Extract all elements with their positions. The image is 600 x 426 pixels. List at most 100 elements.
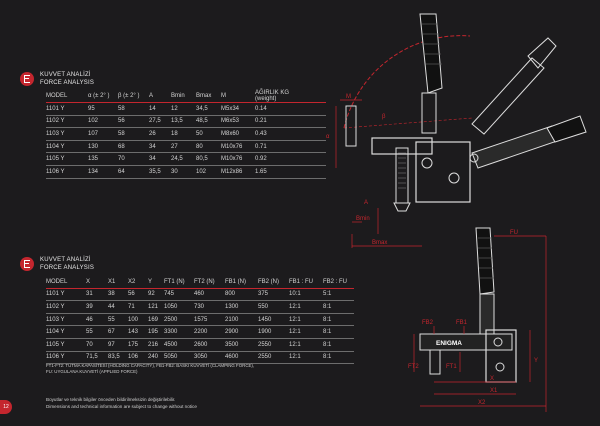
table-cell: 135	[88, 152, 118, 166]
table-cell: 27	[171, 140, 196, 154]
label-alpha: α	[326, 134, 330, 140]
table-cell: 30	[171, 165, 196, 179]
table-cell: 107	[88, 127, 118, 141]
brand-label: ENIGMA	[436, 340, 462, 347]
spindle-open	[345, 105, 357, 147]
table-cell: 3500	[225, 338, 258, 352]
note-line: FT1-FT2: TUTMA KAPASİTESİ (HOLDING CAPAC…	[46, 363, 255, 368]
label-x1: X1	[490, 388, 498, 394]
table-cell: 24,5	[171, 152, 196, 166]
table-cell: M10x76	[221, 140, 255, 154]
table-cell: 31	[86, 288, 108, 302]
label-fb2: FB2	[422, 320, 434, 326]
table-cell: 48,5	[196, 115, 221, 129]
table-cell: 71	[128, 300, 148, 314]
table-cell: 1101 Y	[46, 288, 86, 302]
table-cell: 375	[258, 288, 289, 302]
table-cell: 8:1	[323, 325, 354, 339]
label-bmax: Bmax	[372, 240, 387, 246]
table-cell: 12:1	[289, 313, 323, 327]
col-header: X1	[108, 276, 128, 289]
table-cell: 38	[108, 288, 128, 302]
notes: FT1-FT2: TUTMA KAPASİTESİ (HOLDING CAPAC…	[46, 363, 254, 375]
table-cell: 134	[88, 165, 118, 179]
table-cell: 195	[148, 325, 164, 339]
clamp-closed-view-diagram: ENIGMA FU FB2 FB1 FT2 FT1 Y X X1 X2	[408, 227, 547, 412]
table-cell: 216	[148, 338, 164, 352]
table-cell: 1102 Y	[46, 300, 86, 314]
table-cell: 0.71	[255, 140, 326, 154]
col-header: AĞIRLIK KG	[255, 90, 290, 96]
table-cell: 1050	[164, 300, 194, 314]
table-cell: 1104 Y	[46, 325, 86, 339]
table-cell: 0.14	[255, 102, 326, 116]
label-m: M	[346, 94, 351, 100]
table-cell: 46	[86, 313, 108, 327]
table-cell: 169	[148, 313, 164, 327]
section1-title-en: FORCE ANALYSIS	[40, 80, 95, 86]
table-cell: 1101 Y	[46, 102, 88, 116]
col-header: X2	[128, 276, 148, 289]
table-cell: 70	[118, 152, 149, 166]
col-header: β (± 2° )	[118, 90, 149, 103]
table-cell: 1102 Y	[46, 115, 88, 129]
label-x: X	[490, 376, 494, 382]
table-cell: 3300	[164, 325, 194, 339]
table-cell: 2500	[164, 313, 194, 327]
table-header-row: MODEL α (± 2° ) β (± 2° ) A Bmin Bmax M …	[46, 90, 326, 103]
table-cell: 0.21	[255, 115, 326, 129]
col-header: FB1 : FU	[289, 276, 323, 289]
handle-mid	[471, 37, 557, 135]
table-cell: M6x53	[221, 115, 255, 129]
col-header: X	[86, 276, 108, 289]
label-y: Y	[534, 358, 538, 364]
table-cell: 55	[86, 325, 108, 339]
table-cell: 8:1	[323, 351, 354, 365]
table-cell: 106	[128, 351, 148, 365]
section2-title-tr: KUVVET ANALİZİ	[40, 257, 91, 263]
col-header: Y	[148, 276, 164, 289]
force-analysis-table-1: MODEL α (± 2° ) β (± 2° ) A Bmin Bmax M …	[46, 90, 326, 179]
table-cell: 4500	[164, 338, 194, 352]
table-cell: 12:1	[289, 351, 323, 365]
table-cell: 13,5	[171, 115, 196, 129]
table-header-row: MODEL X X1 X2 Y FT1 (N) FT2 (N) FB1 (N) …	[46, 276, 354, 289]
table-cell: 12:1	[289, 300, 323, 314]
page-number: 12	[0, 400, 12, 414]
col-header: MODEL	[46, 90, 88, 103]
label-ft1: FT1	[446, 364, 457, 370]
section2-title-en: FORCE ANALYSIS	[40, 265, 95, 271]
table-cell: 39	[86, 300, 108, 314]
table-cell: 1104 Y	[46, 140, 88, 154]
disclaimer-line: Boyutlar ve teknik bilgiler önceden bild…	[46, 397, 176, 402]
table-cell: 730	[194, 300, 225, 314]
section1-title-tr: KUVVET ANALİZİ	[40, 72, 91, 78]
table-cell: 2900	[225, 325, 258, 339]
table-cell: 130	[88, 140, 118, 154]
table-cell: 34	[149, 140, 171, 154]
handle-closed	[471, 115, 587, 169]
col-header-weight: AĞIRLIK KG (weight)	[255, 90, 326, 103]
table-cell: 35,5	[149, 165, 171, 179]
table-cell: 80,5	[196, 152, 221, 166]
table-cell: 240	[148, 351, 164, 365]
handle-vertical	[475, 227, 495, 335]
table-cell: 44	[108, 300, 128, 314]
table-cell: 56	[128, 288, 148, 302]
col-header: Bmin	[171, 90, 196, 103]
col-header: FB2 : FU	[323, 276, 354, 289]
table-cell: M10x76	[221, 152, 255, 166]
table-cell: 5050	[164, 351, 194, 365]
table-cell: 0.43	[255, 127, 326, 141]
label-fu: FU	[510, 230, 518, 236]
col-header: FB2 (N)	[258, 276, 289, 289]
spindle	[393, 147, 411, 212]
clamp-body	[419, 329, 517, 383]
table-cell: 143	[128, 325, 148, 339]
table-cell: 95	[88, 102, 118, 116]
